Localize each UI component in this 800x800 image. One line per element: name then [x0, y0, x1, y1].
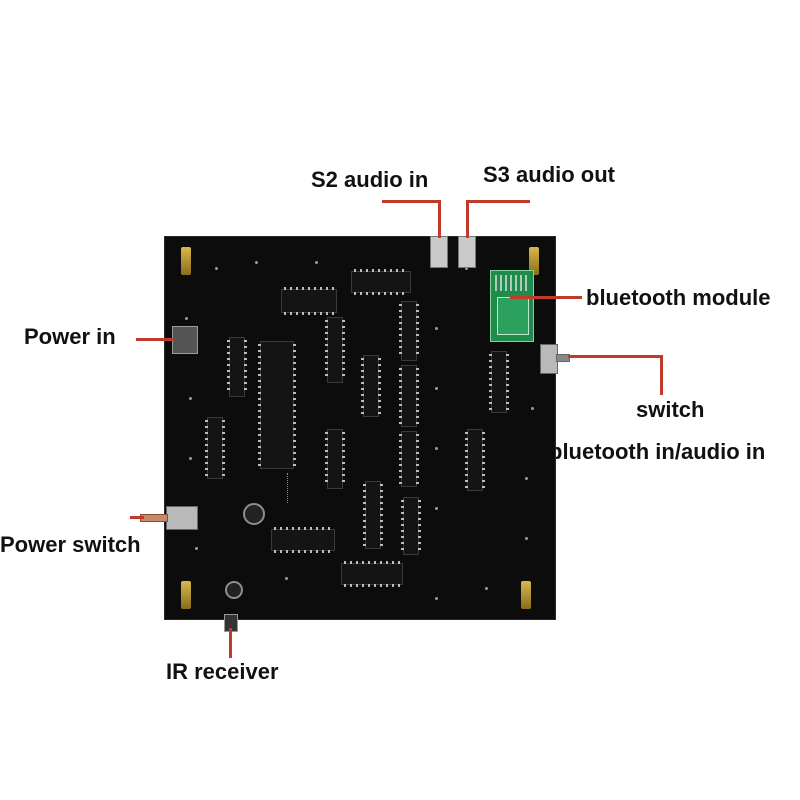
- via-dot: [255, 261, 258, 264]
- ic-chip: [227, 337, 247, 397]
- via-dot: [315, 261, 318, 264]
- silkscreen-marking: [287, 473, 308, 503]
- standoff: [181, 247, 191, 275]
- standoff: [521, 581, 531, 609]
- via-dot: [435, 327, 438, 330]
- via-dot: [435, 507, 438, 510]
- ic-chip: [351, 269, 411, 295]
- ic-chip: [401, 497, 421, 555]
- callout-line-power-in: [136, 338, 174, 341]
- bluetooth-module-board: [490, 270, 534, 342]
- capacitor: [225, 581, 243, 599]
- s2-audio-in-label: S2 audio in: [311, 167, 429, 192]
- ic-chip: [399, 301, 419, 361]
- ic-chip: [399, 365, 419, 427]
- ic-chip: [399, 431, 419, 487]
- capacitor: [243, 503, 265, 525]
- via-dot: [189, 397, 192, 400]
- via-dot: [465, 267, 468, 270]
- ic-chip: [465, 429, 485, 491]
- power-switch-lever: [140, 514, 168, 522]
- callout-line-switch: [568, 355, 662, 358]
- bluetooth-in-audio-in-label: bluetooth in/audio in: [549, 439, 766, 464]
- via-dot: [435, 597, 438, 600]
- audio-jack-s2: [430, 236, 448, 268]
- ic-chip: [361, 355, 381, 417]
- callout-line-s3: [466, 200, 469, 238]
- s3-audio-out-label: S3 audio out: [483, 162, 615, 187]
- via-dot: [485, 587, 488, 590]
- ir-receiver-label: IR receiver: [166, 659, 279, 684]
- bluetooth-module-label: bluetooth module: [586, 285, 771, 310]
- via-dot: [525, 477, 528, 480]
- power-switch-body: [166, 506, 198, 530]
- mcu-chip: [258, 341, 296, 469]
- via-dot: [285, 577, 288, 580]
- input-select-switch-lever: [556, 354, 570, 362]
- audio-jack-s3: [458, 236, 476, 268]
- via-dot: [531, 407, 534, 410]
- ic-chip: [325, 429, 345, 489]
- ic-chip: [341, 561, 403, 587]
- via-dot: [525, 537, 528, 540]
- via-dot: [435, 387, 438, 390]
- bluetooth-chip: [497, 297, 529, 335]
- power-in-jack: [172, 326, 198, 354]
- via-dot: [195, 547, 198, 550]
- via-dot: [435, 447, 438, 450]
- switch-label: switch: [636, 397, 705, 422]
- ic-chip: [271, 527, 335, 553]
- callout-line-ir: [229, 628, 232, 658]
- ic-chip: [281, 287, 337, 315]
- standoff: [529, 247, 539, 275]
- callout-line-switch: [660, 355, 663, 395]
- power-in-label: Power in: [24, 324, 116, 349]
- via-dot: [189, 457, 192, 460]
- callout-line-bluetooth: [510, 296, 582, 299]
- callout-line-s2: [438, 200, 441, 238]
- callout-line-s3: [466, 200, 530, 203]
- ic-chip: [363, 481, 383, 549]
- callout-line-s2: [382, 200, 440, 203]
- ic-chip: [489, 351, 509, 413]
- via-dot: [215, 267, 218, 270]
- standoff: [181, 581, 191, 609]
- ic-chip: [325, 317, 345, 383]
- via-dot: [185, 317, 188, 320]
- antenna-trace: [495, 275, 529, 291]
- ic-chip: [205, 417, 225, 479]
- callout-line-power-switch: [130, 516, 144, 519]
- power-switch-label: Power switch: [0, 532, 141, 557]
